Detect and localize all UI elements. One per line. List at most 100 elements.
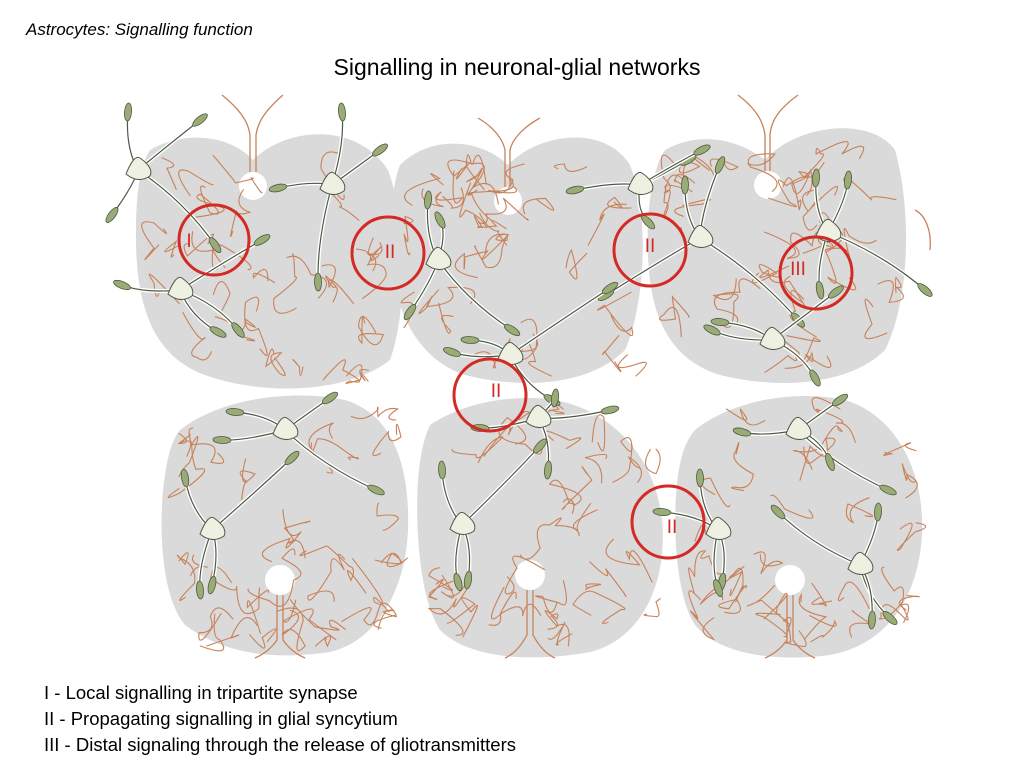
astrocyte-body [425,246,452,270]
zone-marker-glial-syncytium: II [630,484,706,560]
neural-fiber [206,617,258,647]
astrocyte-end-foot [321,391,339,405]
zone-label: III [790,259,806,280]
neural-fiber [265,348,286,377]
neural-fiber [479,212,508,246]
neural-fiber [341,602,398,629]
neural-fiber [366,242,383,272]
astrocyte [212,391,385,496]
neural-fiber [880,603,910,623]
neuron-soma [515,560,545,590]
neural-fiber [164,240,178,258]
astrocyte-end-foot [868,610,876,630]
slide-label: Astrocytes: Signalling function [26,20,253,39]
neural-fiber [490,586,542,620]
astrocyte-body [125,156,152,180]
neural-fiber [161,157,177,191]
astrocyte-end-foot [113,279,131,291]
neural-fiber [864,298,888,340]
astrocyte-end-foot [403,303,417,321]
neural-fiber [299,545,367,594]
neural-fiber [768,175,807,208]
neural-fiber [273,253,297,314]
astrocyte-body [167,276,194,300]
neural-fiber [644,448,661,475]
neural-fiber [572,590,626,625]
neural-fiber [477,197,529,224]
astrocyte-end-foot [710,318,730,326]
neural-fiber [195,185,225,218]
astrocyte [703,285,844,387]
neural-fiber [784,351,832,369]
neural-fiber [282,599,337,641]
neural-fiber [212,244,252,271]
astrocyte-end-foot [463,570,473,590]
neural-fiber [350,406,399,421]
neural-fiber [643,598,661,618]
region-top-left [135,134,403,389]
neural-fiber [782,616,807,648]
astrocyte-end-foot [874,502,882,522]
astrocyte-end-foot [231,322,245,338]
neural-fiber [325,275,338,303]
neural-fiber [700,477,731,508]
neural-fiber [244,296,268,356]
signalling-zones: I II II II III II [177,203,854,560]
neural-fiber [252,268,276,284]
zone-label: II [385,242,396,263]
neural-fiber [459,182,488,229]
astrocyte-end-foot [693,144,711,156]
neural-fiber [488,591,517,626]
astrocyte-end-foot [882,611,898,625]
astrocyte-body [847,551,874,575]
zone-label: I [186,231,191,252]
astrocyte-end-foot [212,436,232,444]
astrocyte-end-foot [550,388,560,408]
astrocyte-end-foot [124,102,132,122]
neural-fiber [753,551,784,575]
astrocyte-process [211,457,293,531]
astrocyte-end-foot [703,324,721,336]
astrocyte-body [687,224,714,248]
neural-fiber [755,593,788,638]
neural-fiber [212,154,263,194]
astrocyte [812,168,933,300]
astrocyte-end-foot [600,405,620,415]
neural-fiber [286,255,328,299]
neural-fiber [573,503,598,531]
neural-fiber [199,613,225,652]
neural-fiber [167,427,206,498]
astrocyte-end-foot [209,326,227,338]
astrocyte-process [509,287,611,356]
zone-marker-glial-syncytium: II [452,357,528,433]
neural-fiber [519,517,580,560]
astrocyte-end-foot [544,460,552,480]
neural-fiber [427,588,468,636]
neural-fiber [310,438,359,461]
legend-item-distal-signalling: III - Distal signaling through the relea… [44,734,516,755]
neural-fiber [901,463,918,499]
neural-fiber [770,494,814,519]
neural-fiber [442,187,464,209]
neural-fiber [469,338,511,369]
neural-fiber [809,615,837,643]
neural-fiber [898,595,920,611]
zone-label: II [667,517,678,538]
neural-fiber [178,436,225,478]
neural-fiber [522,197,555,215]
neural-fiber [553,163,588,172]
astrocyte [113,234,271,338]
neural-fiber [617,354,647,377]
neural-fiber [488,163,525,194]
neural-fiber [544,610,570,647]
neural-fiber [446,597,478,638]
neural-fiber [374,552,409,568]
neural-fiber [798,592,828,640]
neural-fiber [148,273,180,305]
neural-fiber [307,553,346,602]
neural-fiber [247,548,302,607]
astrocytes [105,102,933,630]
astrocyte [597,156,805,328]
astrocyte-body [525,404,552,428]
neural-fiber [782,177,802,211]
